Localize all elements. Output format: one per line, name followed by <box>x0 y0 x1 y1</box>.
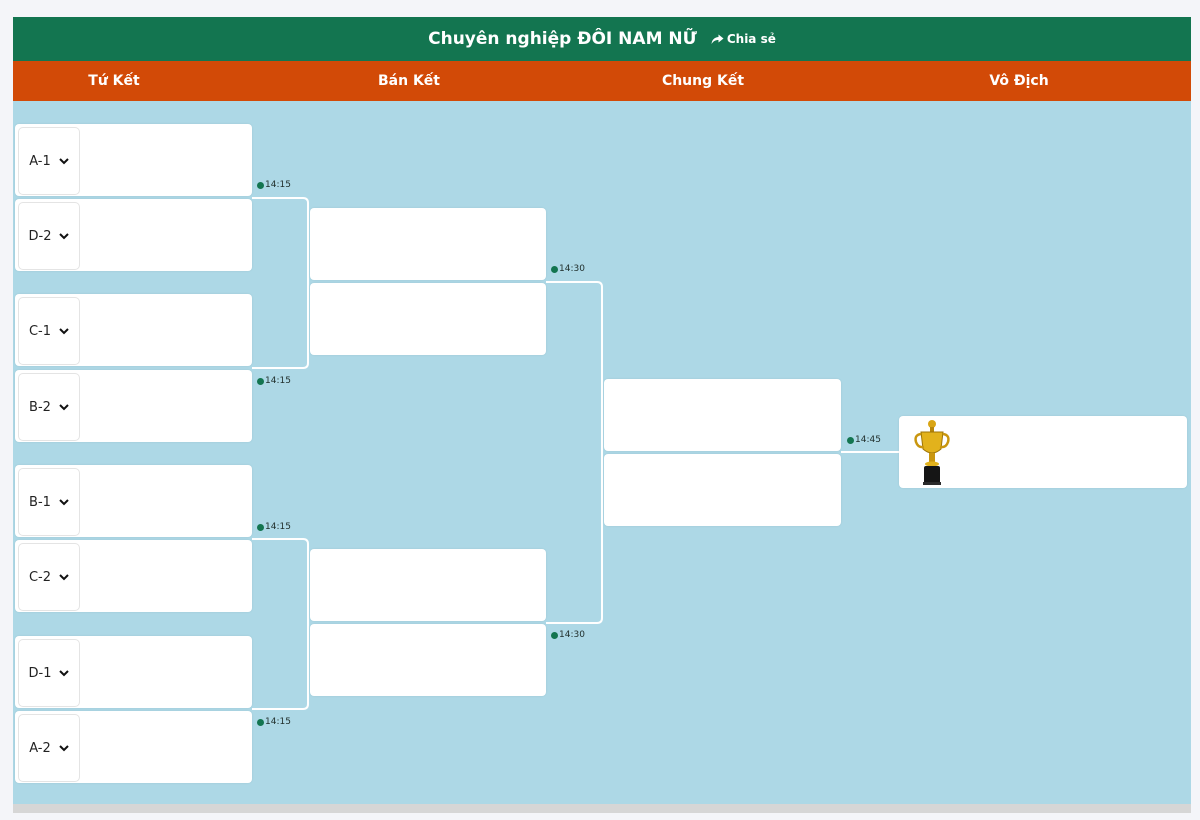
final-slot-1 <box>604 379 841 451</box>
chevron-down-icon <box>59 669 70 676</box>
team-select-value: A-2 <box>29 740 51 756</box>
qf-slot-5: B-1 <box>15 465 252 537</box>
sf-slot-4 <box>310 624 546 696</box>
team-select-value: D-2 <box>28 228 52 244</box>
qf-slot-6: C-2 <box>15 540 252 612</box>
team-select[interactable]: B-1 <box>18 468 80 536</box>
qf-slot-8: A-2 <box>15 711 252 783</box>
chevron-down-icon <box>59 232 70 239</box>
match-time-value: 14:15 <box>265 717 291 727</box>
clock-icon <box>551 265 558 273</box>
champion-slot <box>899 416 1187 488</box>
match-time-qf2: 14:15 <box>257 376 291 386</box>
sf-slot-1 <box>310 208 546 280</box>
team-select[interactable]: A-2 <box>18 714 80 782</box>
team-select-value: C-2 <box>28 569 52 585</box>
team-select-value: B-2 <box>29 399 51 415</box>
match-time-qf1: 14:15 <box>257 180 291 190</box>
chevron-down-icon <box>59 498 69 505</box>
bracket-connectors <box>252 197 899 710</box>
title-bar: Chuyên nghiệp ĐÔI NAM NỮ Chia sẻ <box>13 17 1191 61</box>
footer-strip <box>13 804 1191 813</box>
sf-slot-2 <box>310 283 546 355</box>
share-label: Chia sẻ <box>726 32 776 46</box>
share-button[interactable]: Chia sẻ <box>711 32 776 46</box>
team-select[interactable]: C-1 <box>18 297 80 365</box>
match-time-value: 14:15 <box>265 376 291 386</box>
match-time-sf2: 14:30 <box>551 630 585 640</box>
page-title: Chuyên nghiệp ĐÔI NAM NỮ <box>428 29 697 49</box>
sf-slot-3 <box>310 549 546 621</box>
round-label-champion: Vô Địch <box>989 73 1049 89</box>
clock-icon <box>257 718 264 726</box>
match-time-value: 14:45 <box>855 435 881 445</box>
match-time-value: 14:30 <box>559 630 585 640</box>
clock-icon <box>551 631 558 639</box>
chevron-down-icon <box>59 327 69 334</box>
final-slot-2 <box>604 454 841 526</box>
trophy-icon <box>914 420 950 485</box>
match-time-sf1: 14:30 <box>551 264 585 274</box>
chevron-down-icon <box>59 403 69 410</box>
match-time-qf3: 14:15 <box>257 522 291 532</box>
qf-slot-1: A-1 <box>15 124 252 196</box>
match-time-value: 14:30 <box>559 264 585 274</box>
clock-icon <box>257 181 264 189</box>
team-select-value: A-1 <box>29 153 51 169</box>
team-select[interactable]: C-2 <box>18 543 80 611</box>
clock-icon <box>257 377 264 385</box>
chevron-down-icon <box>59 573 69 580</box>
team-select[interactable]: D-1 <box>18 639 80 707</box>
clock-icon <box>847 436 854 444</box>
chevron-down-icon <box>59 157 69 164</box>
team-select[interactable]: B-2 <box>18 373 80 441</box>
round-label-final: Chung Kết <box>661 73 745 89</box>
match-time-value: 14:15 <box>265 522 291 532</box>
qf-slot-3: C-1 <box>15 294 252 366</box>
team-select-value: C-1 <box>28 323 52 339</box>
team-select-value: B-1 <box>29 494 51 510</box>
qf-slot-4: B-2 <box>15 370 252 442</box>
round-label-semifinal: Bán Kết <box>378 73 440 89</box>
team-select[interactable]: D-2 <box>18 202 80 270</box>
round-label-quarterfinal: Tứ Kết <box>88 73 140 89</box>
chevron-down-icon <box>59 744 69 751</box>
bracket-frame: Chuyên nghiệp ĐÔI NAM NỮ Chia sẻ Tứ Kết … <box>13 17 1191 813</box>
clock-icon <box>257 523 264 531</box>
match-time-qf4: 14:15 <box>257 717 291 727</box>
round-header-bar: Tứ Kết Bán Kết Chung Kết Vô Địch <box>13 61 1191 101</box>
match-time-value: 14:15 <box>265 180 291 190</box>
qf-slot-2: D-2 <box>15 199 252 271</box>
team-select-value: D-1 <box>28 665 52 681</box>
team-select[interactable]: A-1 <box>18 127 80 195</box>
match-time-final: 14:45 <box>847 435 881 445</box>
qf-slot-7: D-1 <box>15 636 252 708</box>
share-icon <box>711 34 724 44</box>
